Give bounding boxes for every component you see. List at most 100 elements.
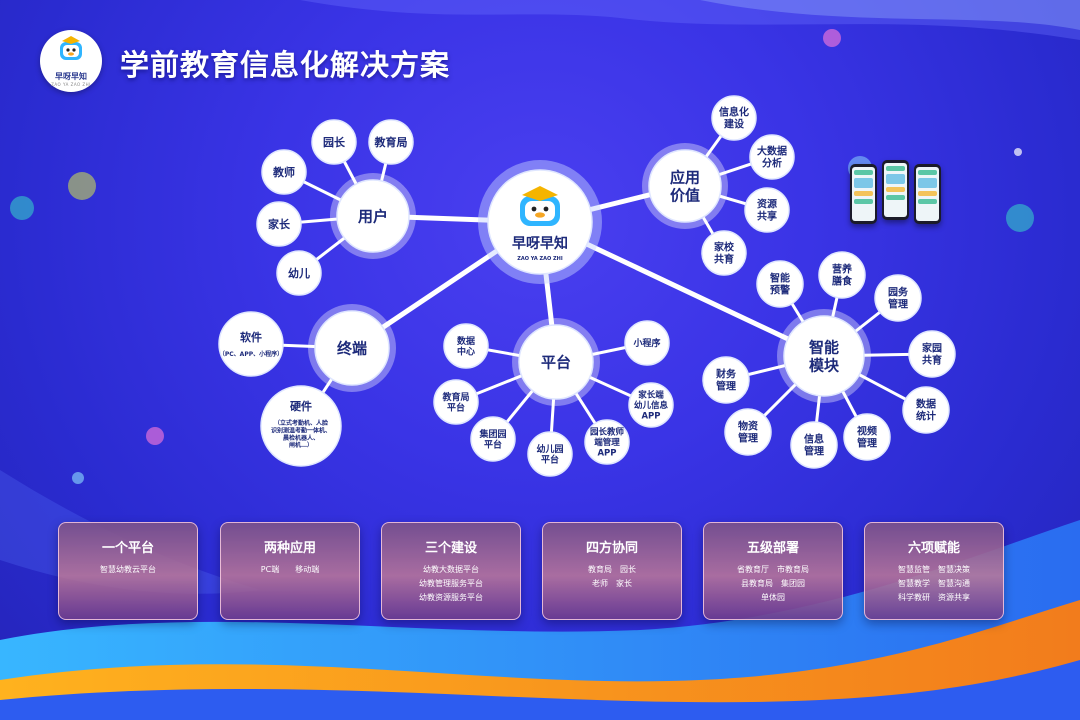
hub-platform-label: 平台 <box>541 353 571 371</box>
center-sublabel: ZAO YA ZAO ZHI <box>517 256 563 262</box>
modules-leaf-label: 物资管理 <box>738 420 758 445</box>
users-leaf-label: 教育局 <box>374 135 408 149</box>
hub-terminal: 终端 <box>308 304 396 392</box>
hub-modules: 智能模块 <box>777 309 871 403</box>
value-leaf-label: 信息化建设 <box>719 106 749 131</box>
duck-logo-icon <box>60 36 82 60</box>
value-leaf: 大数据分析 <box>749 134 795 180</box>
users-leaf-label: 幼儿 <box>288 266 310 280</box>
card-title: 五级部署 <box>746 541 799 556</box>
hub-platform: 平台 <box>512 318 600 406</box>
modules-leaf: 视频管理 <box>843 413 891 461</box>
modules-leaf: 家园共育 <box>908 330 956 378</box>
platform-leaf-label: 数据中心 <box>457 335 475 358</box>
card-line: 科学教研 资源共享 <box>898 593 970 602</box>
modules-leaf: 财务管理 <box>702 356 750 404</box>
card-title: 两种应用 <box>263 541 316 556</box>
modules-leaf-label: 园务管理 <box>888 286 909 311</box>
users-leaf: 幼儿 <box>276 250 322 296</box>
card-title: 三个建设 <box>424 541 477 556</box>
card-line: 智慧教学 智慧沟通 <box>898 579 970 588</box>
platform-leaf: 幼儿园平台 <box>527 431 573 477</box>
card-three-builds: 三个建设 幼教大数据平台 幼教管理服务平台 幼教资源服务平台 <box>381 522 521 620</box>
card-five-levels: 五级部署 省教育厅 市教育局 县教育局 集团园 单体园 <box>703 522 843 620</box>
platform-leaf-label: 幼儿园平台 <box>536 443 563 466</box>
hub-terminal-label: 终端 <box>337 339 367 357</box>
hub-users: 用户 <box>330 173 416 259</box>
value-leaf-label: 资源共享 <box>757 198 777 223</box>
users-leaf: 教师 <box>261 149 307 195</box>
hub-value: 应用价值 <box>642 143 728 229</box>
card-one-platform: 一个平台 智慧幼教云平台 <box>58 522 198 620</box>
hub-modules-label: 智能模块 <box>809 338 840 374</box>
value-leaf: 信息化建设 <box>711 95 757 141</box>
value-leaf-label: 家校共育 <box>714 241 735 266</box>
phone-mockup <box>882 160 909 220</box>
modules-leaf-label: 视频管理 <box>857 425 877 450</box>
terminal-leaf-desc: （立式考勤机、人脸识别测温考勤一体机、晨检机器人、闸机…） <box>271 419 331 449</box>
card-line: 老师 家长 <box>592 579 632 588</box>
modules-leaf: 数据统计 <box>902 386 950 434</box>
users-leaf: 教育局 <box>368 119 414 165</box>
brand-logo: 早呀早知 ZAO YA ZAO ZHI <box>40 30 102 92</box>
terminal-leaf-desc: （PC、APP、小程序） <box>219 350 283 358</box>
modules-leaf-label: 财务管理 <box>715 368 737 393</box>
value-leaf-label: 大数据分析 <box>757 145 787 170</box>
summary-cards: 一个平台 智慧幼教云平台 两种应用 PC端 移动端 三个建设 幼教大数据平台 幼… <box>58 522 1020 622</box>
card-title: 六项赋能 <box>907 541 960 556</box>
card-title: 四方协同 <box>585 541 638 556</box>
card-line: 幼教大数据平台 <box>423 565 479 574</box>
modules-leaf: 信息管理 <box>790 421 838 469</box>
terminal-leaf-title: 硬件 <box>290 399 312 413</box>
logo-subtext: ZAO YA ZAO ZHI <box>51 82 91 87</box>
card-line: 县教育局 集团园 <box>741 579 805 588</box>
users-leaf-label: 园长 <box>323 135 346 149</box>
users-leaf: 园长 <box>311 119 357 165</box>
terminal-leaf: 硬件 （立式考勤机、人脸识别测温考勤一体机、晨检机器人、闸机…） <box>260 385 342 467</box>
platform-leaf: 教育局平台 <box>433 379 479 425</box>
card-line: 智慧幼教云平台 <box>100 565 156 574</box>
modules-leaf-label: 信息管理 <box>804 433 824 458</box>
users-leaf-label: 家长 <box>268 217 291 231</box>
modules-leaf-label: 家园共育 <box>922 342 942 367</box>
platform-leaf: 集团园平台 <box>470 416 516 462</box>
center-label: 早呀早知 <box>512 235 568 252</box>
platform-leaf: 数据中心 <box>443 323 489 369</box>
value-leaf: 家校共育 <box>701 230 747 276</box>
phone-mockup <box>850 164 877 224</box>
modules-leaf: 智能预警 <box>756 260 804 308</box>
center-node: 早呀早知 ZAO YA ZAO ZHI <box>478 160 602 284</box>
card-title: 一个平台 <box>101 541 154 556</box>
modules-leaf-label: 智能预警 <box>770 272 790 297</box>
modules-leaf: 物资管理 <box>724 408 772 456</box>
users-leaf: 家长 <box>256 201 302 247</box>
card-line: 教育局 园长 <box>588 565 636 574</box>
page-title: 学前教育信息化解决方案 <box>120 48 451 82</box>
card-line: 智慧监管 智慧决策 <box>898 565 970 574</box>
modules-leaf-label: 营养膳食 <box>832 263 853 288</box>
card-six-empower: 六项赋能 智慧监管 智慧决策 智慧教学 智慧沟通 科学教研 资源共享 <box>864 522 1004 620</box>
card-line: PC端 移动端 <box>260 565 320 574</box>
hub-value-label: 应用价值 <box>670 168 700 204</box>
card-line: 幼教管理服务平台 <box>419 579 483 588</box>
platform-leaf-label: 小程序 <box>632 337 660 349</box>
card-two-apps: 两种应用 PC端 移动端 <box>220 522 360 620</box>
hub-users-label: 用户 <box>358 207 388 225</box>
modules-leaf: 营养膳食 <box>818 251 866 299</box>
card-four-parties: 四方协同 教育局 园长 老师 家长 <box>542 522 682 620</box>
phone-mockup <box>914 164 941 224</box>
logo-text: 早呀早知 <box>55 72 87 81</box>
platform-leaf-label: 教育局平台 <box>441 391 469 414</box>
platform-leaf: 小程序 <box>624 320 670 366</box>
card-line: 省教育厅 市教育局 <box>737 565 809 574</box>
modules-leaf: 园务管理 <box>874 274 922 322</box>
card-line: 单体园 <box>761 593 785 602</box>
modules-leaf-label: 数据统计 <box>916 398 936 423</box>
duck-mascot-icon <box>520 186 560 226</box>
